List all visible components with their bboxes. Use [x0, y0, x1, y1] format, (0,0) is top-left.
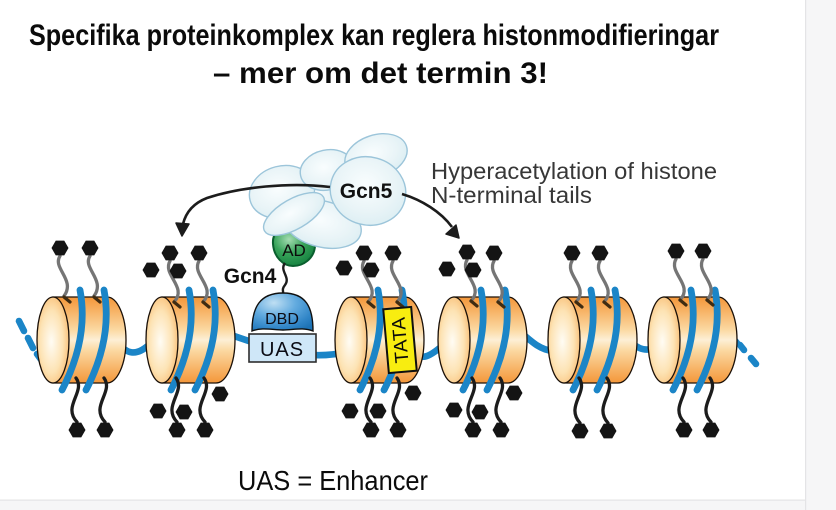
svg-text:TATA: TATA	[389, 316, 414, 364]
svg-text:Hyperacetylation of histone: Hyperacetylation of histone	[431, 158, 717, 184]
svg-text:UAS: UAS	[260, 339, 304, 361]
svg-text:Specifika proteinkomplex kan r: Specifika proteinkomplex kan reglera his…	[29, 19, 719, 52]
svg-text:AD: AD	[282, 241, 306, 260]
svg-text:N-terminal tails: N-terminal tails	[431, 182, 592, 208]
svg-text:– mer om det termin 3!: – mer om det termin 3!	[213, 57, 548, 90]
svg-text:Gcn4: Gcn4	[224, 265, 277, 288]
svg-text:DBD: DBD	[265, 311, 299, 328]
svg-text:UAS = Enhancer: UAS = Enhancer	[238, 465, 428, 496]
svg-text:Gcn5: Gcn5	[340, 180, 393, 203]
